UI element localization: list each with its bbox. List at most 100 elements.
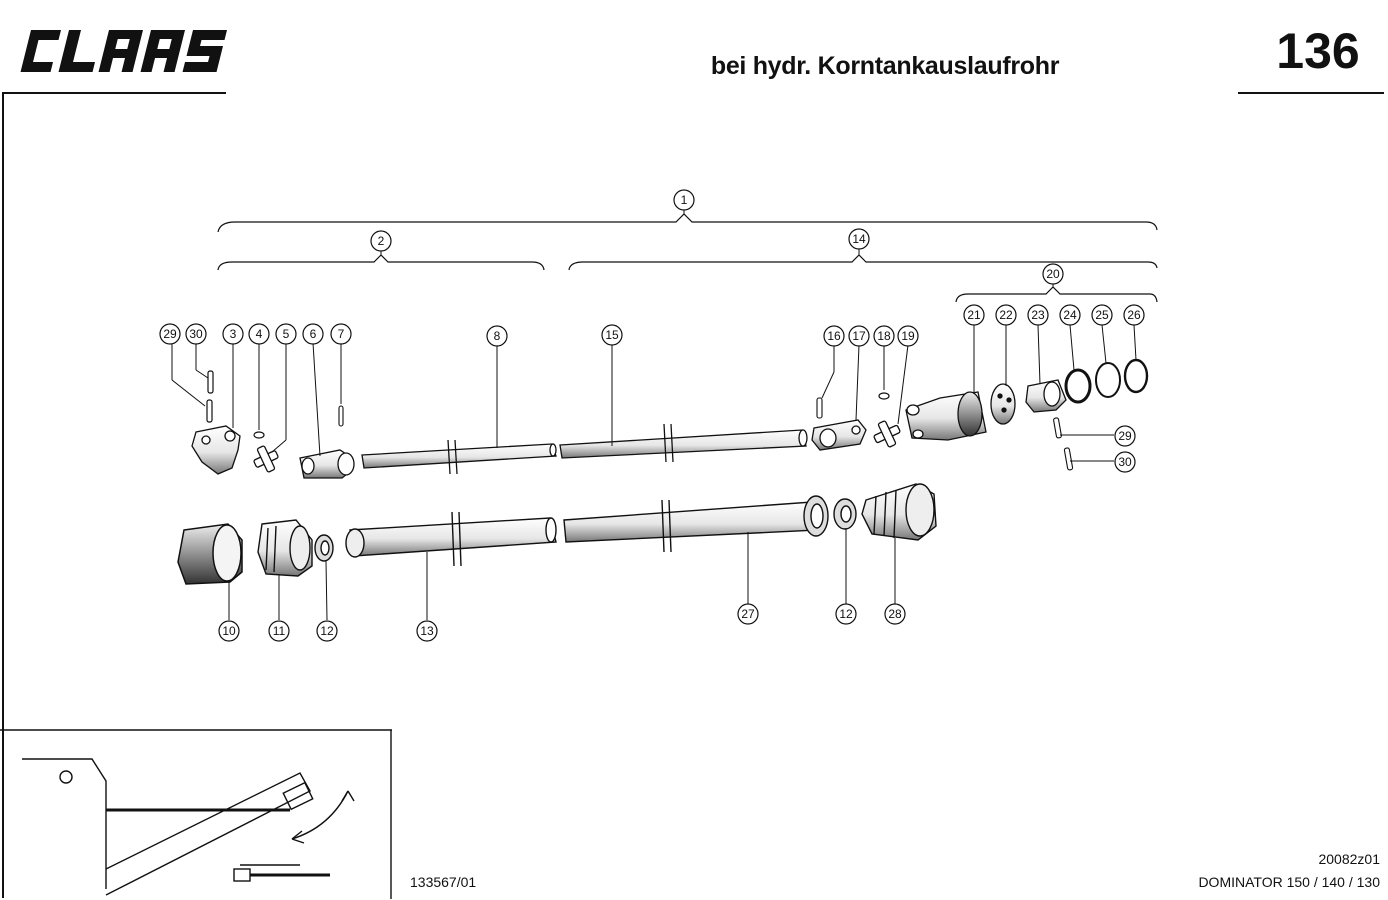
frame-left-edge xyxy=(2,92,4,898)
callout-22: 22 xyxy=(995,304,1017,326)
callout-24: 24 xyxy=(1059,304,1081,326)
svg-text:11: 11 xyxy=(273,624,286,638)
page-title: bei hydr. Korntankauslaufrohr xyxy=(710,52,1060,80)
guard-bell-part-10 xyxy=(177,523,243,585)
svg-text:26: 26 xyxy=(1127,308,1141,322)
callout-28: 28 xyxy=(884,603,906,625)
callout-1: 1 xyxy=(673,189,695,211)
svg-text:14: 14 xyxy=(852,232,866,246)
svg-text:30: 30 xyxy=(1118,455,1132,469)
callout-5: 5 xyxy=(275,323,297,345)
brace-group-14 xyxy=(568,254,1158,271)
svg-text:17: 17 xyxy=(852,329,866,343)
drawing-number: 133567/01 xyxy=(410,874,477,890)
svg-text:7: 7 xyxy=(338,327,345,341)
callout-20: 20 xyxy=(1042,263,1064,285)
svg-text:20: 20 xyxy=(1046,267,1060,281)
callout-16: 16 xyxy=(823,325,845,347)
svg-text:13: 13 xyxy=(420,624,434,638)
yoke-part-3 xyxy=(191,425,241,475)
brace-group-2 xyxy=(217,254,545,271)
svg-text:3: 3 xyxy=(230,327,237,341)
svg-text:18: 18 xyxy=(877,329,891,343)
callout-26: 26 xyxy=(1123,304,1145,326)
pin-part-29-right xyxy=(1053,417,1062,439)
callout-30-right: 30 xyxy=(1114,451,1136,473)
cross-part-5 xyxy=(253,445,279,473)
reference-code: 20082z01 xyxy=(1318,851,1380,867)
svg-text:16: 16 xyxy=(827,329,841,343)
svg-text:6: 6 xyxy=(310,327,317,341)
yoke-part-21 xyxy=(905,391,987,441)
callout-11: 11 xyxy=(268,620,290,642)
svg-text:30: 30 xyxy=(189,327,203,341)
callout-29-right: 29 xyxy=(1114,425,1136,447)
callout-4: 4 xyxy=(248,323,270,345)
svg-text:1: 1 xyxy=(681,193,688,207)
callout-30-left: 30 xyxy=(185,323,207,345)
inner-yoke-part-6 xyxy=(299,449,355,479)
header-rule-right xyxy=(1238,92,1384,94)
svg-text:15: 15 xyxy=(605,328,619,342)
claas-logo xyxy=(20,30,228,72)
callout-bubbles: 1 2 14 20 29 30 3 4 5 6 7 8 15 16 17 18 … xyxy=(159,189,1145,642)
ring-part-25 xyxy=(1095,362,1121,398)
guard-boot-part-11 xyxy=(257,519,313,577)
callout-10: 10 xyxy=(218,620,240,642)
svg-text:5: 5 xyxy=(283,327,290,341)
callout-21: 21 xyxy=(963,304,985,326)
svg-text:24: 24 xyxy=(1063,308,1077,322)
svg-text:28: 28 xyxy=(888,607,902,621)
callout-29-left: 29 xyxy=(159,323,181,345)
callout-13: 13 xyxy=(416,620,438,642)
flange-part-23 xyxy=(1025,379,1067,413)
callout-3: 3 xyxy=(222,323,244,345)
location-inset-sketch xyxy=(0,729,392,899)
guard-tube-part-27 xyxy=(563,495,829,553)
svg-text:29: 29 xyxy=(163,327,177,341)
guard-boot-part-28 xyxy=(861,483,937,541)
callout-18: 18 xyxy=(873,325,895,347)
callout-15: 15 xyxy=(601,324,623,346)
brace-assembly-1 xyxy=(217,213,1158,233)
guard-tube-part-13 xyxy=(345,511,557,567)
callout-25: 25 xyxy=(1091,304,1113,326)
bearing-ring-part-12-right xyxy=(833,498,857,530)
pin-part-16 xyxy=(816,397,823,419)
pin-part-7 xyxy=(338,405,344,427)
callout-19: 19 xyxy=(897,325,919,347)
page-number: 136 xyxy=(1276,23,1360,79)
svg-text:2: 2 xyxy=(378,234,385,248)
tube-part-8 xyxy=(361,439,557,475)
callout-27: 27 xyxy=(737,603,759,625)
pin-part-29-30-left xyxy=(206,370,214,423)
svg-text:8: 8 xyxy=(494,329,501,343)
svg-text:25: 25 xyxy=(1095,308,1109,322)
ring-part-4 xyxy=(253,431,265,439)
leader-lines xyxy=(171,210,1137,621)
header-rule-left xyxy=(4,92,226,94)
callout-14: 14 xyxy=(848,228,870,250)
svg-text:10: 10 xyxy=(222,624,236,638)
group-braces xyxy=(217,213,1158,303)
svg-text:21: 21 xyxy=(967,308,981,322)
svg-text:29: 29 xyxy=(1118,429,1132,443)
disc-part-22 xyxy=(990,383,1016,425)
yoke-part-17 xyxy=(811,419,867,451)
callout-23: 23 xyxy=(1027,304,1049,326)
callout-7: 7 xyxy=(330,323,352,345)
tube-part-15 xyxy=(559,423,808,463)
callout-17: 17 xyxy=(848,325,870,347)
cross-part-19 xyxy=(873,420,901,448)
svg-text:12: 12 xyxy=(320,624,334,638)
ring-part-18 xyxy=(878,392,890,400)
ring-part-26 xyxy=(1123,358,1149,394)
callout-2: 2 xyxy=(370,230,392,252)
svg-text:22: 22 xyxy=(999,308,1013,322)
svg-text:19: 19 xyxy=(901,329,915,343)
callout-8: 8 xyxy=(486,325,508,347)
callout-12-right: 12 xyxy=(835,603,857,625)
callout-12-left: 12 xyxy=(316,620,338,642)
callout-6: 6 xyxy=(302,323,324,345)
